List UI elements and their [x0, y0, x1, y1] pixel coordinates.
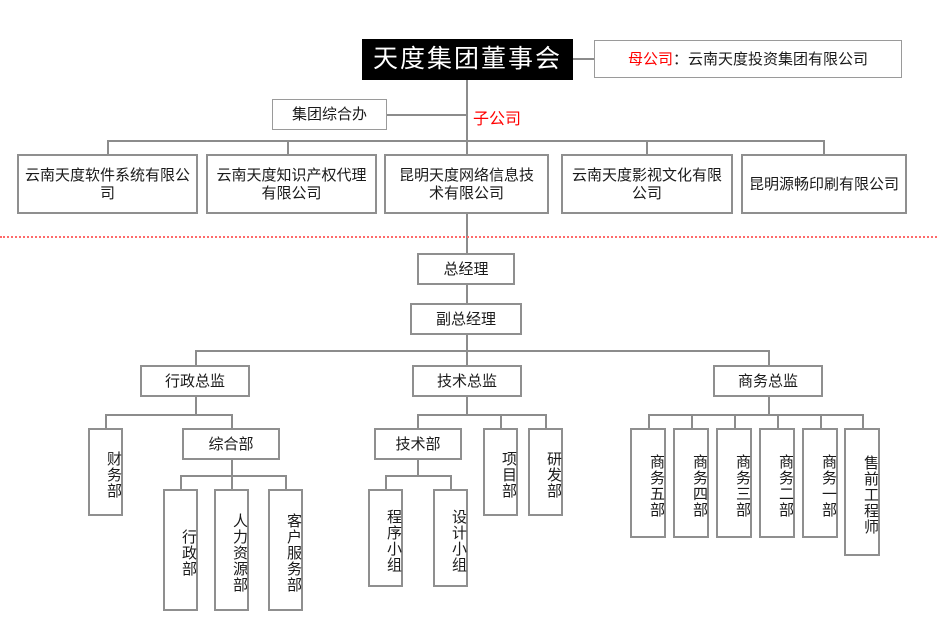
label-subsidiary: 子公司 — [473, 109, 522, 128]
connector-subsidiary-drop-1 — [107, 140, 109, 154]
node-program-team[interactable]: 程序小组 — [368, 489, 403, 587]
connector-business-drop-6 — [862, 414, 864, 428]
connector-gm-to-deputy — [466, 285, 468, 303]
node-director-business[interactable]: 商务总监 — [713, 365, 823, 397]
connector-admin-drop-general — [231, 414, 233, 428]
node-board-of-directors[interactable]: 天度集团董事会 — [362, 39, 573, 80]
node-presales-engineer[interactable]: 售前工程师 — [844, 428, 880, 556]
node-business-department-4[interactable]: 商务四部 — [673, 428, 709, 538]
connector-admin-drop-finance — [105, 414, 107, 428]
node-general-affairs-department[interactable]: 综合部 — [182, 428, 280, 460]
node-project-department[interactable]: 项目部 — [483, 428, 518, 516]
connector-tech-drop-project-dept — [500, 414, 502, 428]
connector-tech-stem — [466, 397, 468, 414]
legend-parent-company-value: 云南天度投资集团有限公司 — [688, 49, 869, 68]
node-business-department-5[interactable]: 商务五部 — [630, 428, 666, 538]
node-rd-department[interactable]: 研发部 — [528, 428, 563, 516]
node-subsidiary-2[interactable]: 云南天度知识产权代理有限公司 — [206, 154, 377, 214]
connector-ga-drop-admin-dept — [180, 475, 182, 489]
node-technology-department[interactable]: 技术部 — [374, 428, 462, 460]
connector-business-stem — [768, 397, 770, 414]
connector-tech-drop-design-team — [450, 475, 452, 489]
section-divider — [0, 236, 937, 238]
connector-subsidiary-bus — [107, 140, 824, 142]
node-business-department-1[interactable]: 商务一部 — [802, 428, 838, 538]
connector-tech-drop-tech-dept — [417, 414, 419, 428]
legend-parent-company-keyword: 母公司 — [627, 49, 673, 68]
connector-director-drop-admin — [195, 350, 197, 365]
node-finance-department[interactable]: 财务部 — [88, 428, 123, 516]
connector-root-stem — [466, 80, 468, 140]
connector-subsidiary-drop-5 — [823, 140, 825, 154]
connector-business-bus — [648, 414, 862, 416]
connector-business-drop-4 — [777, 414, 779, 428]
node-director-tech[interactable]: 技术总监 — [412, 365, 522, 397]
connector-business-drop-3 — [734, 414, 736, 428]
connector-tech-dept-bus — [385, 475, 451, 477]
node-business-department-2[interactable]: 商务二部 — [759, 428, 795, 538]
connector-general-affairs-stem — [231, 460, 233, 475]
connector-admin-bus — [105, 414, 232, 416]
connector-tech-drop-program-team — [385, 475, 387, 489]
connector-tech-bus — [417, 414, 545, 416]
node-deputy-general-manager[interactable]: 副总经理 — [410, 303, 522, 335]
connector-ga-drop-cs-dept — [285, 475, 287, 489]
node-subsidiary-4[interactable]: 云南天度影视文化有限公司 — [561, 154, 733, 214]
connector-business-drop-2 — [691, 414, 693, 428]
node-subsidiary-3[interactable]: 昆明天度网络信息技术有限公司 — [384, 154, 549, 214]
connector-director-drop-business — [768, 350, 770, 365]
node-subsidiary-5[interactable]: 昆明源畅印刷有限公司 — [741, 154, 907, 214]
node-design-team[interactable]: 设计小组 — [433, 489, 468, 587]
node-general-manager[interactable]: 总经理 — [417, 253, 515, 285]
connector-business-drop-1 — [648, 414, 650, 428]
connector-business-drop-5 — [820, 414, 822, 428]
connector-group-office-to-stem — [387, 114, 466, 116]
connector-subsidiary-drop-4 — [646, 140, 648, 154]
connector-tech-drop-rd-dept — [545, 414, 547, 428]
node-group-general-office[interactable]: 集团综合办 — [272, 99, 387, 130]
node-director-admin[interactable]: 行政总监 — [140, 365, 250, 397]
connector-to-general-manager — [466, 214, 468, 254]
connector-subsidiary-drop-3 — [466, 140, 468, 154]
node-subsidiary-1[interactable]: 云南天度软件系统有限公司 — [17, 154, 198, 214]
connector-deputy-stem — [466, 335, 468, 350]
legend-parent-company: 母公司：云南天度投资集团有限公司 — [594, 40, 902, 78]
connector-ga-drop-hr-dept — [231, 475, 233, 489]
connector-tech-dept-stem — [417, 460, 419, 475]
node-business-department-3[interactable]: 商务三部 — [716, 428, 752, 538]
connector-root-to-parent-company — [573, 58, 595, 60]
legend-parent-company-separator: ： — [672, 49, 688, 68]
connector-subsidiary-drop-2 — [287, 140, 289, 154]
connector-director-bus — [195, 350, 769, 352]
node-hr-department[interactable]: 人力资源部 — [214, 489, 249, 611]
connector-admin-stem — [195, 397, 197, 414]
connector-director-drop-tech — [466, 350, 468, 365]
node-administration-department[interactable]: 行政部 — [163, 489, 198, 611]
node-customer-service-department[interactable]: 客户服务部 — [268, 489, 303, 611]
